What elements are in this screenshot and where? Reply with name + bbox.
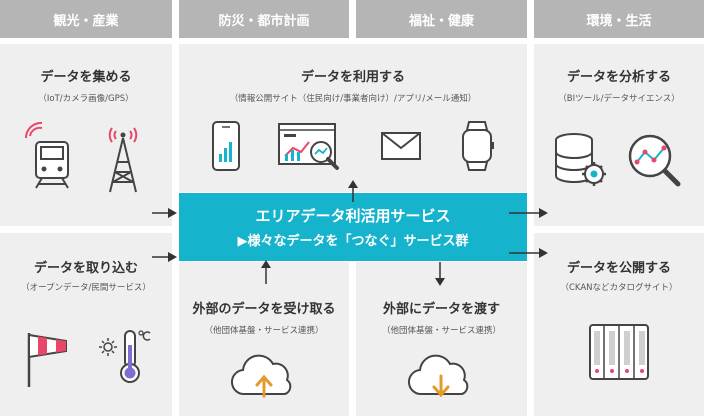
- arrow-hub-to-publish: [509, 248, 548, 258]
- arrow-hub-to-send: [435, 262, 445, 286]
- category-disaster-urban: 防災・都市計画: [179, 0, 349, 38]
- panel-title: データを公開する: [566, 261, 671, 276]
- panel-analyze-data: データを分析する （BIツール/データサイエンス）: [534, 44, 704, 226]
- panel-title: データを利用する: [300, 70, 405, 85]
- windsock-icon: [27, 333, 67, 387]
- panel-title: データを集める: [40, 70, 132, 85]
- smartphone-chart-icon: [212, 121, 240, 171]
- panel-send-external: 外部にデータを渡す （他団体基盤・サービス連携）: [356, 262, 527, 416]
- panel-publish-data: データを公開する （CKANなどカタログサイト）: [534, 233, 704, 416]
- panel-subtitle: （他団体基盤・サービス連携）: [204, 326, 324, 336]
- dashboard-icon: [278, 123, 339, 170]
- magnifier-chart-icon: [628, 134, 681, 187]
- panel-subtitle: （情報公開サイト（住民向け/事業者向け）/アプリ/メール通知）: [229, 94, 477, 104]
- hub-title: エリアデータ利活用サービス: [255, 207, 451, 225]
- panel-collect-data: データを集める （IoT/カメラ画像/GPS）: [0, 44, 172, 226]
- category-environment-life: 環境・生活: [534, 0, 704, 38]
- radio-tower-icon: [108, 127, 138, 193]
- hub-service-box: エリアデータ利活用サービス ▶様々なデータを「つなぐ」サービス群: [179, 193, 527, 261]
- server-icon: [589, 324, 649, 380]
- mail-icon: [381, 132, 421, 160]
- hub-subtitle: ▶様々なデータを「つなぐ」サービス群: [237, 234, 469, 249]
- panel-title: 外部にデータを渡す: [382, 302, 500, 317]
- panel-title: データを分析する: [566, 70, 671, 85]
- panel-subtitle: （BIツール/データサイエンス）: [558, 94, 680, 104]
- panel-use-data: データを利用する （情報公開サイト（住民向け/事業者向け）/アプリ/メール通知）: [179, 44, 527, 192]
- panel-subtitle: （CKANなどカタログサイト）: [560, 283, 678, 293]
- panel-subtitle: （他団体基盤・サービス連携）: [381, 326, 501, 336]
- thermometer-icon: [99, 330, 151, 383]
- smartwatch-icon: [462, 121, 494, 171]
- arrow-hub-to-analyze: [509, 208, 548, 218]
- cloud-upload-icon: [231, 354, 292, 398]
- panel-title: データを取り込む: [33, 261, 138, 276]
- category-welfare-health: 福祉・健康: [356, 0, 527, 38]
- panel-subtitle: （IoT/カメラ画像/GPS）: [38, 94, 134, 104]
- panel-title: 外部のデータを受け取る: [192, 302, 336, 317]
- database-gear-icon: [555, 133, 606, 186]
- arrow-hub-to-use: [348, 180, 358, 202]
- arrow-receive-to-hub: [261, 260, 271, 284]
- panel-receive-external: 外部のデータを受け取る （他団体基盤・サービス連携）: [179, 262, 349, 416]
- cloud-download-icon: [408, 354, 469, 398]
- category-tourism-industry: 観光・産業: [0, 0, 172, 38]
- arrow-ingest-to-hub: [152, 252, 177, 262]
- panel-subtitle: （オープンデータ/民間サービス）: [21, 283, 151, 293]
- panel-ingest-data: データを取り込む （オープンデータ/民間サービス）: [0, 233, 172, 416]
- arrow-left-to-hub: [152, 208, 177, 218]
- train-icon: [24, 122, 69, 189]
